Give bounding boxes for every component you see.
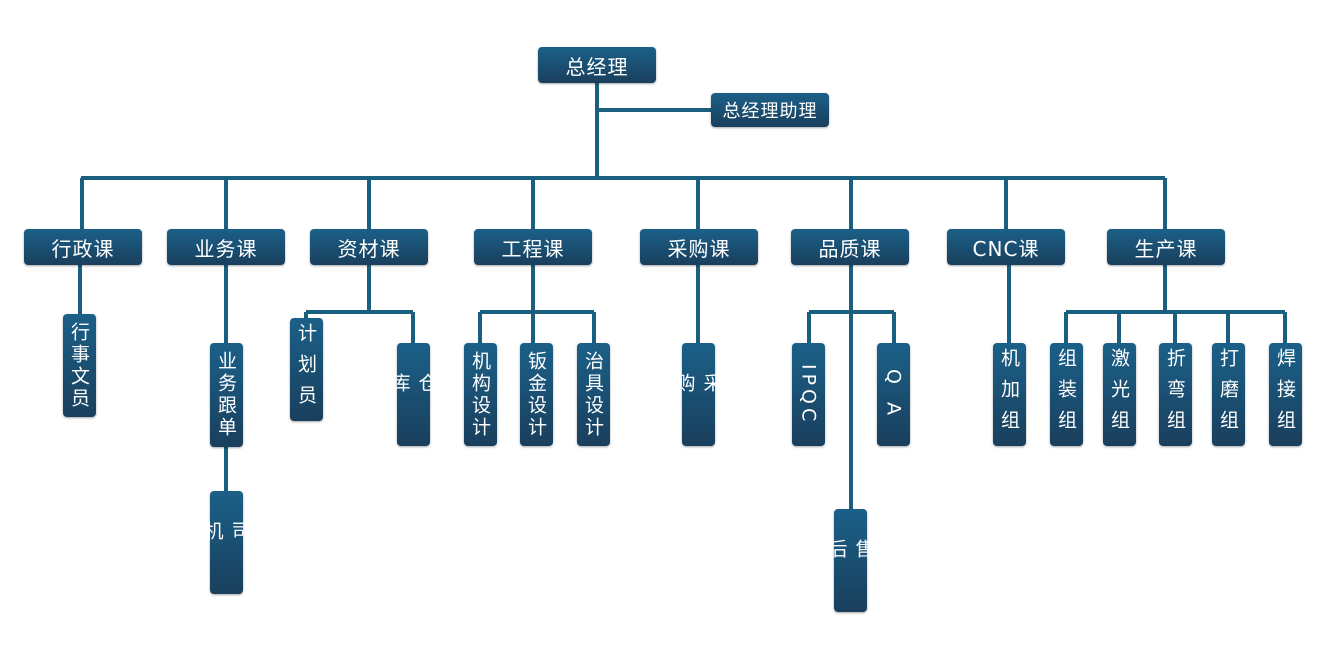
node-sales-dept: 业务课 xyxy=(167,229,285,265)
node-purchasing: 采购 xyxy=(674,343,723,446)
node-warehouse: 仓库 xyxy=(389,343,438,446)
node-cnc-dept: CNC课 xyxy=(947,229,1065,265)
node-laser-group: 激光组 xyxy=(1103,343,1136,446)
node-planner: 计划员 xyxy=(290,318,323,421)
node-welding-group: 焊接组 xyxy=(1269,343,1302,446)
node-materials-dept: 资材课 xyxy=(310,229,428,265)
node-after-sales: 售后 xyxy=(826,509,875,612)
node-gm-assistant: 总经理助理 xyxy=(711,93,829,127)
node-production-dept: 生产课 xyxy=(1107,229,1225,265)
node-fixture-design: 治具设计 xyxy=(577,343,610,446)
node-sheetmetal-design: 钣金设计 xyxy=(520,343,553,446)
node-machining-group: 机加组 xyxy=(993,343,1026,446)
node-bending-group: 折弯组 xyxy=(1159,343,1192,446)
node-quality-dept: 品质课 xyxy=(791,229,909,265)
node-general-manager: 总经理 xyxy=(538,47,656,83)
node-admin-clerk: 行事文员 xyxy=(63,314,96,417)
node-mechanism-design: 机构设计 xyxy=(464,343,497,446)
node-admin-dept: 行政课 xyxy=(24,229,142,265)
node-qa: Q A xyxy=(877,343,910,446)
node-sales-followup: 业务跟单 xyxy=(210,343,243,447)
node-purchasing-dept: 采购课 xyxy=(640,229,758,265)
node-driver: 司机 xyxy=(202,491,251,594)
node-assembly-group: 组装组 xyxy=(1050,343,1083,446)
node-ipqc: IPQC xyxy=(792,343,825,446)
node-engineering-dept: 工程课 xyxy=(474,229,592,265)
node-grinding-group: 打磨组 xyxy=(1212,343,1245,446)
